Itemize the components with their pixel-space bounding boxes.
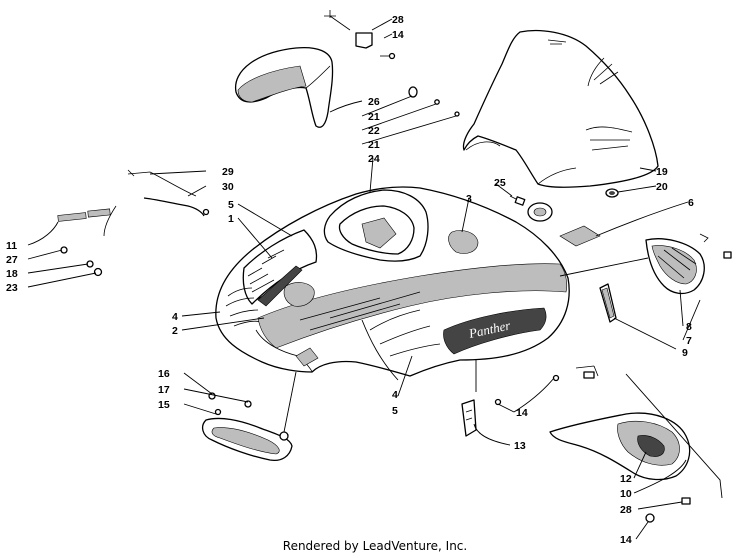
callout-label: 26 bbox=[368, 96, 380, 108]
callout-label: 22 bbox=[368, 125, 380, 137]
callout-label: 23 bbox=[6, 282, 18, 294]
callout-label: 11 bbox=[6, 240, 17, 252]
callout-label: 6 bbox=[688, 197, 694, 209]
callout-label: 4 bbox=[172, 311, 178, 323]
callout-label: 7 bbox=[686, 335, 692, 347]
callout-label: 14 bbox=[392, 29, 404, 41]
side-pod-part-10-12 bbox=[549, 365, 691, 523]
lower-bracket-part-15 bbox=[201, 392, 293, 462]
cable-part-29-30 bbox=[57, 169, 210, 277]
decal-part-6 bbox=[559, 225, 601, 247]
callout-label: 8 bbox=[686, 321, 692, 333]
callout-label: 21 bbox=[368, 139, 380, 151]
callout-label: 10 bbox=[620, 488, 632, 500]
grommet-part-20 bbox=[605, 188, 619, 198]
callout-label: 17 bbox=[158, 384, 170, 396]
callout-label: 28 bbox=[620, 504, 632, 516]
callout-label: 29 bbox=[222, 166, 234, 178]
leader-lines bbox=[27, 18, 723, 540]
callout-label: 13 bbox=[514, 440, 526, 452]
bracket-part-13 bbox=[461, 398, 502, 437]
callout-labels: 28 14 26 21 22 21 24 19 20 25 3 6 29 30 … bbox=[6, 14, 694, 546]
callout-label: 14 bbox=[620, 534, 632, 546]
callout-label: 27 bbox=[6, 254, 18, 266]
footer-credit: Rendered by LeadVenture, Inc. bbox=[282, 539, 468, 553]
fasteners-part-21-22 bbox=[408, 86, 460, 117]
callout-label: 12 bbox=[620, 473, 632, 485]
callout-label: 4 bbox=[392, 389, 398, 401]
callout-label: 30 bbox=[222, 181, 234, 193]
callout-label: 5 bbox=[228, 199, 234, 211]
callout-label: 14 bbox=[516, 407, 528, 419]
callout-label: 2 bbox=[172, 325, 178, 337]
callout-label: 24 bbox=[368, 153, 380, 165]
callout-label: 18 bbox=[6, 268, 18, 280]
clip-part-28-top bbox=[324, 10, 396, 60]
knob-part-25 bbox=[509, 195, 553, 222]
hood-part-1: Panther bbox=[215, 186, 570, 377]
callout-label: 20 bbox=[656, 181, 668, 193]
bracket-part-9 bbox=[599, 283, 617, 323]
callout-label: 9 bbox=[682, 347, 688, 359]
callout-label: 5 bbox=[392, 405, 398, 417]
callout-label: 28 bbox=[392, 14, 404, 26]
callout-label: 15 bbox=[158, 399, 170, 411]
callout-label: 25 bbox=[494, 177, 506, 189]
callout-label: 21 bbox=[368, 111, 380, 123]
windshield-part-19 bbox=[462, 29, 659, 188]
deflector-part-26 bbox=[235, 46, 334, 128]
callout-label: 16 bbox=[158, 368, 170, 380]
callout-label: 3 bbox=[466, 193, 472, 205]
headlight-part-7-8 bbox=[645, 233, 732, 295]
callout-label: 1 bbox=[228, 213, 234, 225]
callout-label: 19 bbox=[656, 166, 668, 178]
